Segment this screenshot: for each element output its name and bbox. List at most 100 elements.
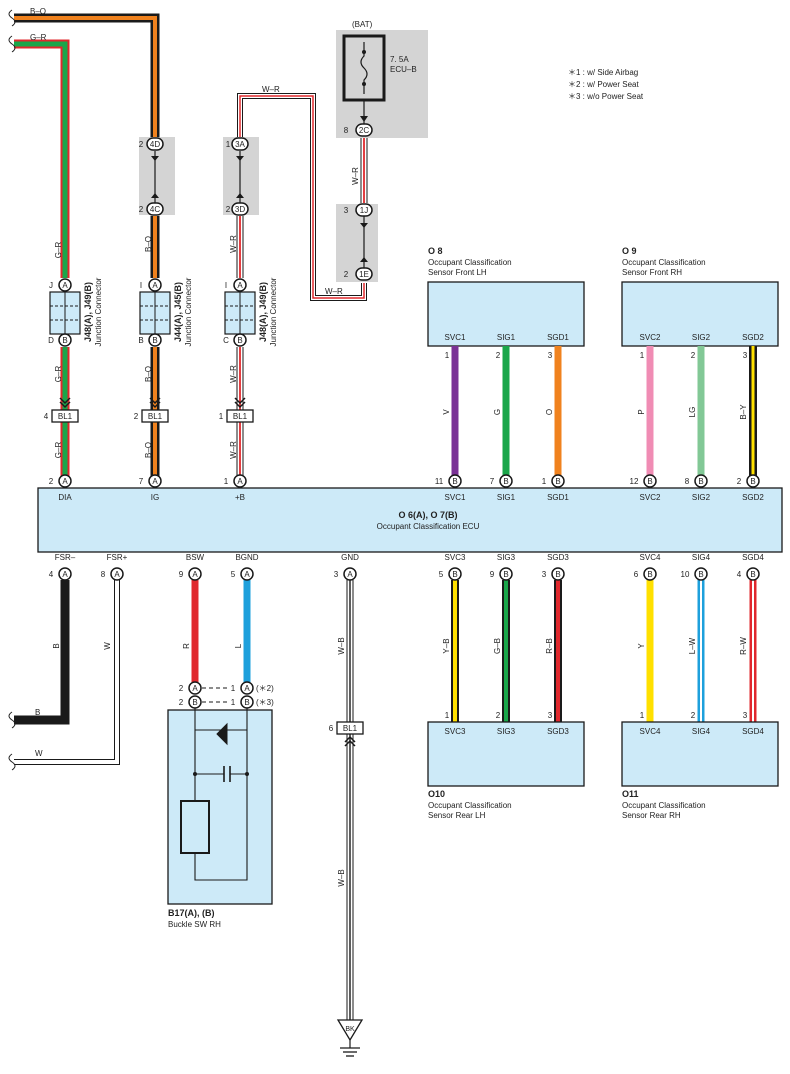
svg-text:9: 9 xyxy=(179,570,184,579)
svg-text:SGD2: SGD2 xyxy=(742,333,764,342)
svg-text:SVC2: SVC2 xyxy=(640,333,661,342)
svg-text:B: B xyxy=(138,336,143,345)
ecu-pin-sgd4: SGD4 xyxy=(742,553,764,562)
svg-text:B: B xyxy=(244,698,249,707)
break-mark-b-o xyxy=(8,9,16,27)
svg-text:B: B xyxy=(750,570,755,579)
label-g-r-top: G–R xyxy=(30,33,47,42)
junction-connector-3: A B I C xyxy=(223,278,256,347)
pin-svc1-sensor: 1 xyxy=(445,351,450,360)
svg-text:1: 1 xyxy=(542,477,547,486)
shade-1j-1e xyxy=(336,204,378,282)
svg-text:J: J xyxy=(49,281,53,290)
junction-3-name: Junction Connector xyxy=(269,277,278,346)
svg-text:BK: BK xyxy=(345,1026,355,1033)
ecu-pin-sig3: SIG3 xyxy=(497,553,516,562)
svg-text:B: B xyxy=(452,570,457,579)
sensor-front-rh: O 9 Occupant Classification Sensor Front… xyxy=(621,246,779,347)
svg-text:3: 3 xyxy=(542,570,547,579)
svg-text:BL1: BL1 xyxy=(148,412,163,421)
label-y-b: Y–B xyxy=(442,638,451,653)
pin-sgd4-sensor: 3 xyxy=(743,711,748,720)
svg-text:1: 1 xyxy=(224,477,229,486)
ecu-pin-bsw: BSW xyxy=(186,553,205,562)
label-b-y: B–Y xyxy=(739,404,748,420)
fuse-ecu-b xyxy=(342,34,386,102)
svg-text:B: B xyxy=(698,477,703,486)
svg-text:4: 4 xyxy=(737,570,742,579)
bl1-connector-3: BL1 1 xyxy=(219,397,254,423)
svg-text:8: 8 xyxy=(101,570,106,579)
label-b-vert: B xyxy=(52,643,61,648)
wire-g-r-top xyxy=(14,39,70,278)
svg-text:B: B xyxy=(555,477,560,486)
svg-text:A: A xyxy=(62,477,68,486)
connector-4d: 4D 2 xyxy=(139,137,164,151)
label-w-r-top: W–R xyxy=(262,85,280,94)
svg-text:SIG4: SIG4 xyxy=(692,727,711,736)
svg-text:5: 5 xyxy=(231,570,236,579)
svg-text:B: B xyxy=(237,336,242,345)
svg-text:Sensor Front LH: Sensor Front LH xyxy=(428,268,487,277)
svg-text:1: 1 xyxy=(231,684,236,693)
svg-text:A: A xyxy=(244,570,250,579)
svg-text:SIG2: SIG2 xyxy=(692,333,711,342)
svg-text:Occupant Classification: Occupant Classification xyxy=(622,801,706,810)
svg-text:2: 2 xyxy=(49,477,54,486)
svg-text:SVC3: SVC3 xyxy=(445,727,466,736)
connector-1e: 1E 2 xyxy=(344,267,373,281)
connector-1j: 1J 3 xyxy=(344,203,373,217)
svg-text:SGD3: SGD3 xyxy=(547,727,569,736)
ecu-pin-sgd3: SGD3 xyxy=(547,553,569,562)
svg-text:BL1: BL1 xyxy=(343,724,358,733)
junction-connector-2: A B I B xyxy=(138,278,171,347)
svg-text:6: 6 xyxy=(329,724,334,733)
ecu-bottom-terminals: A 4 A 8 A 9 A 5 A 3 B 5 B 9 B 3 B 6 B 10… xyxy=(49,567,760,581)
junction-2-code: J44(A), J45(B) xyxy=(173,282,183,342)
label-b-bottom: B xyxy=(35,708,40,717)
wire-black-fsr-minus xyxy=(14,580,70,725)
svg-text:D: D xyxy=(48,336,54,345)
svg-text:SVC4: SVC4 xyxy=(640,727,661,736)
svg-text:7: 7 xyxy=(139,477,144,486)
svg-text:C: C xyxy=(223,336,229,345)
junction-3-code: J48(A), J49(B) xyxy=(258,282,268,342)
ecu-pin-sig2: SIG2 xyxy=(692,493,711,502)
pin-sig3-sensor: 2 xyxy=(496,711,501,720)
svg-text:2: 2 xyxy=(139,140,144,149)
pin-svc2-sensor: 1 xyxy=(640,351,645,360)
svg-text:B: B xyxy=(503,477,508,486)
svg-text:A: A xyxy=(192,684,198,693)
svg-text:SVC1: SVC1 xyxy=(445,333,466,342)
svg-text:12: 12 xyxy=(630,477,639,486)
label-g-b: G–B xyxy=(493,638,502,654)
break-mark-w xyxy=(8,753,16,771)
label-r-w: R–W xyxy=(739,637,748,655)
label-b-o-top: B–O xyxy=(30,7,46,16)
junction-1-name: Junction Connector xyxy=(94,277,103,346)
break-mark-b xyxy=(8,711,16,729)
ecu-name: Occupant Classification ECU xyxy=(377,522,480,531)
svg-text:B: B xyxy=(503,570,508,579)
svg-text:B: B xyxy=(152,336,157,345)
svg-text:8: 8 xyxy=(685,477,690,486)
label-lg: LG xyxy=(688,407,697,418)
svg-text:BL1: BL1 xyxy=(58,412,73,421)
connector-4c: 4C 2 xyxy=(139,202,164,216)
svg-text:B: B xyxy=(647,477,652,486)
svg-text:A: A xyxy=(62,281,68,290)
buckle-switch xyxy=(167,708,273,905)
svg-text:A: A xyxy=(152,477,158,486)
svg-text:6: 6 xyxy=(634,570,639,579)
label-g-r-1: G–R xyxy=(54,242,63,259)
pin-svc3-sensor: 1 xyxy=(445,711,450,720)
label-w-r-1: W–R xyxy=(229,235,238,253)
svg-text:Occupant Classification: Occupant Classification xyxy=(428,801,512,810)
svg-text:5: 5 xyxy=(439,570,444,579)
ecu-pin-ig: IG xyxy=(151,493,159,502)
svg-text:B: B xyxy=(62,336,67,345)
svg-text:2: 2 xyxy=(134,412,139,421)
label-r: R xyxy=(182,643,191,649)
